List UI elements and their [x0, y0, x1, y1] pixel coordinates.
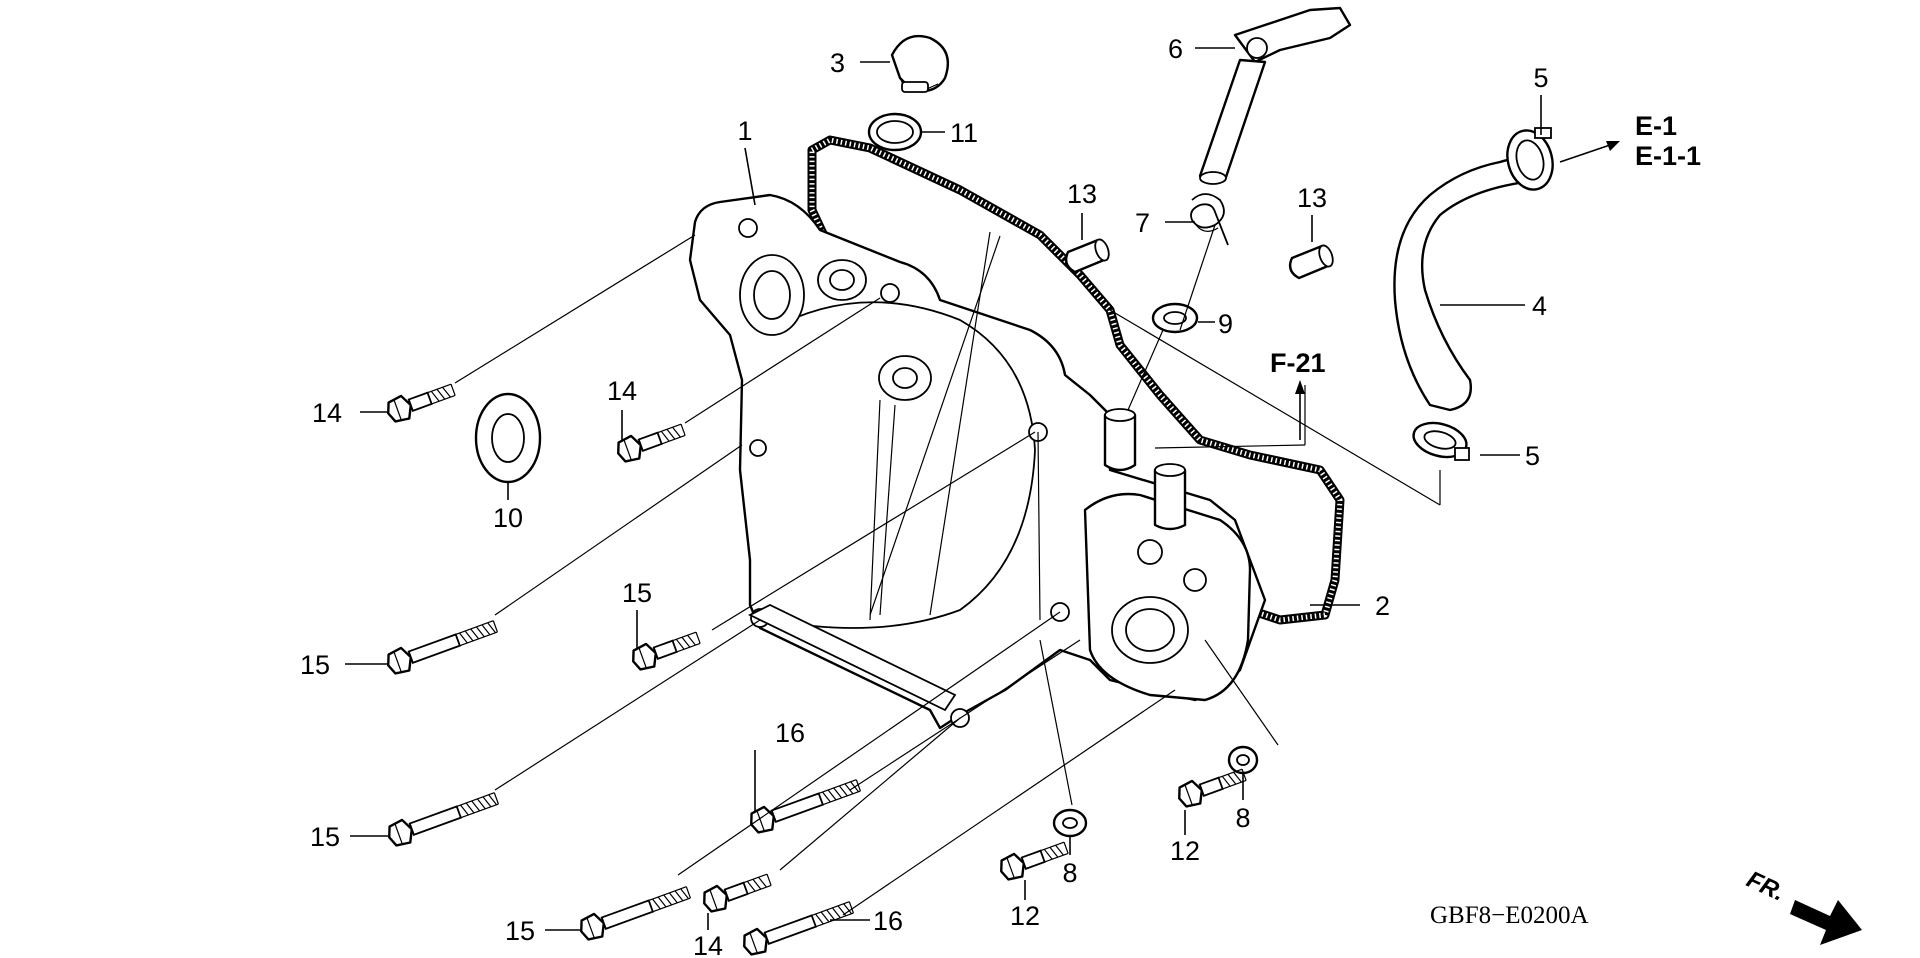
reference-e1: E-1 [1635, 111, 1677, 141]
flange-bolt [995, 835, 1072, 884]
callout-5-lower: 5 [1525, 441, 1540, 471]
return-spring [1190, 193, 1229, 246]
reference-e1-1: E-1-1 [1635, 141, 1701, 171]
flange-bolt [612, 417, 689, 466]
sealing-washer [1227, 745, 1259, 775]
section-references: E-1 E-1-1 F-21 [1270, 111, 1701, 378]
callout-14-upper-mid: 14 [607, 376, 637, 406]
sealing-washer [1052, 808, 1088, 838]
diagram-code: GBF8−E0200A [1430, 902, 1589, 929]
callout-1: 1 [737, 116, 752, 146]
callout-13-left: 13 [1067, 179, 1097, 209]
callout-5-upper: 5 [1533, 63, 1548, 93]
callout-11: 11 [950, 118, 978, 148]
callout-2: 2 [1375, 591, 1390, 621]
flange-bolt [745, 772, 864, 837]
hose-clamp [1506, 127, 1554, 191]
crankcase-cover [688, 193, 1267, 730]
arm-shaft [1198, 6, 1352, 185]
oil-seal [1151, 302, 1199, 334]
callout-15-c: 15 [310, 822, 340, 852]
callout-15-d: 15 [505, 916, 535, 946]
front-direction-indicator: FR. [1742, 866, 1862, 945]
dowel-pin [1288, 244, 1334, 280]
hose-clamp [1412, 421, 1470, 461]
callout-3: 3 [830, 48, 845, 78]
callout-14-upper-left: 14 [312, 398, 342, 428]
dowel-pin [1064, 238, 1110, 274]
oil-filler-cap [890, 34, 950, 93]
flange-bolt [382, 377, 459, 426]
assembly-lines [454, 224, 1441, 916]
flange-bolt [698, 867, 775, 916]
callout-14-bottom: 14 [693, 931, 723, 958]
front-direction-label: FR. [1742, 866, 1788, 907]
flange-bolt [627, 625, 704, 674]
callout-9: 9 [1218, 309, 1233, 339]
callout-16-lower: 16 [873, 906, 903, 936]
oil-seal [474, 392, 542, 484]
callout-6: 6 [1168, 34, 1183, 64]
flange-bolt [382, 613, 501, 678]
callout-leaders [345, 47, 1620, 931]
callout-15-a: 15 [300, 650, 330, 680]
callout-16-upper: 16 [775, 718, 805, 748]
front-arrow-icon [1790, 900, 1862, 945]
callout-8-right: 8 [1235, 803, 1250, 833]
callout-labels: 1 2 3 4 5 5 6 7 8 8 9 10 11 12 12 13 13 … [300, 34, 1549, 958]
o-ring [867, 112, 923, 152]
reference-f21: F-21 [1270, 348, 1326, 378]
flange-bolt [383, 785, 502, 850]
callout-7: 7 [1135, 208, 1150, 238]
flange-bolt [738, 894, 857, 958]
callout-12-left: 12 [1010, 901, 1040, 931]
callout-10: 10 [493, 503, 523, 533]
water-hose [1393, 157, 1531, 412]
callout-8-left: 8 [1062, 858, 1077, 888]
callout-13-right: 13 [1297, 183, 1327, 213]
callout-15-b: 15 [622, 578, 652, 608]
callout-12-right: 12 [1170, 836, 1200, 866]
flange-bolt [575, 879, 694, 944]
callout-4: 4 [1532, 291, 1547, 321]
